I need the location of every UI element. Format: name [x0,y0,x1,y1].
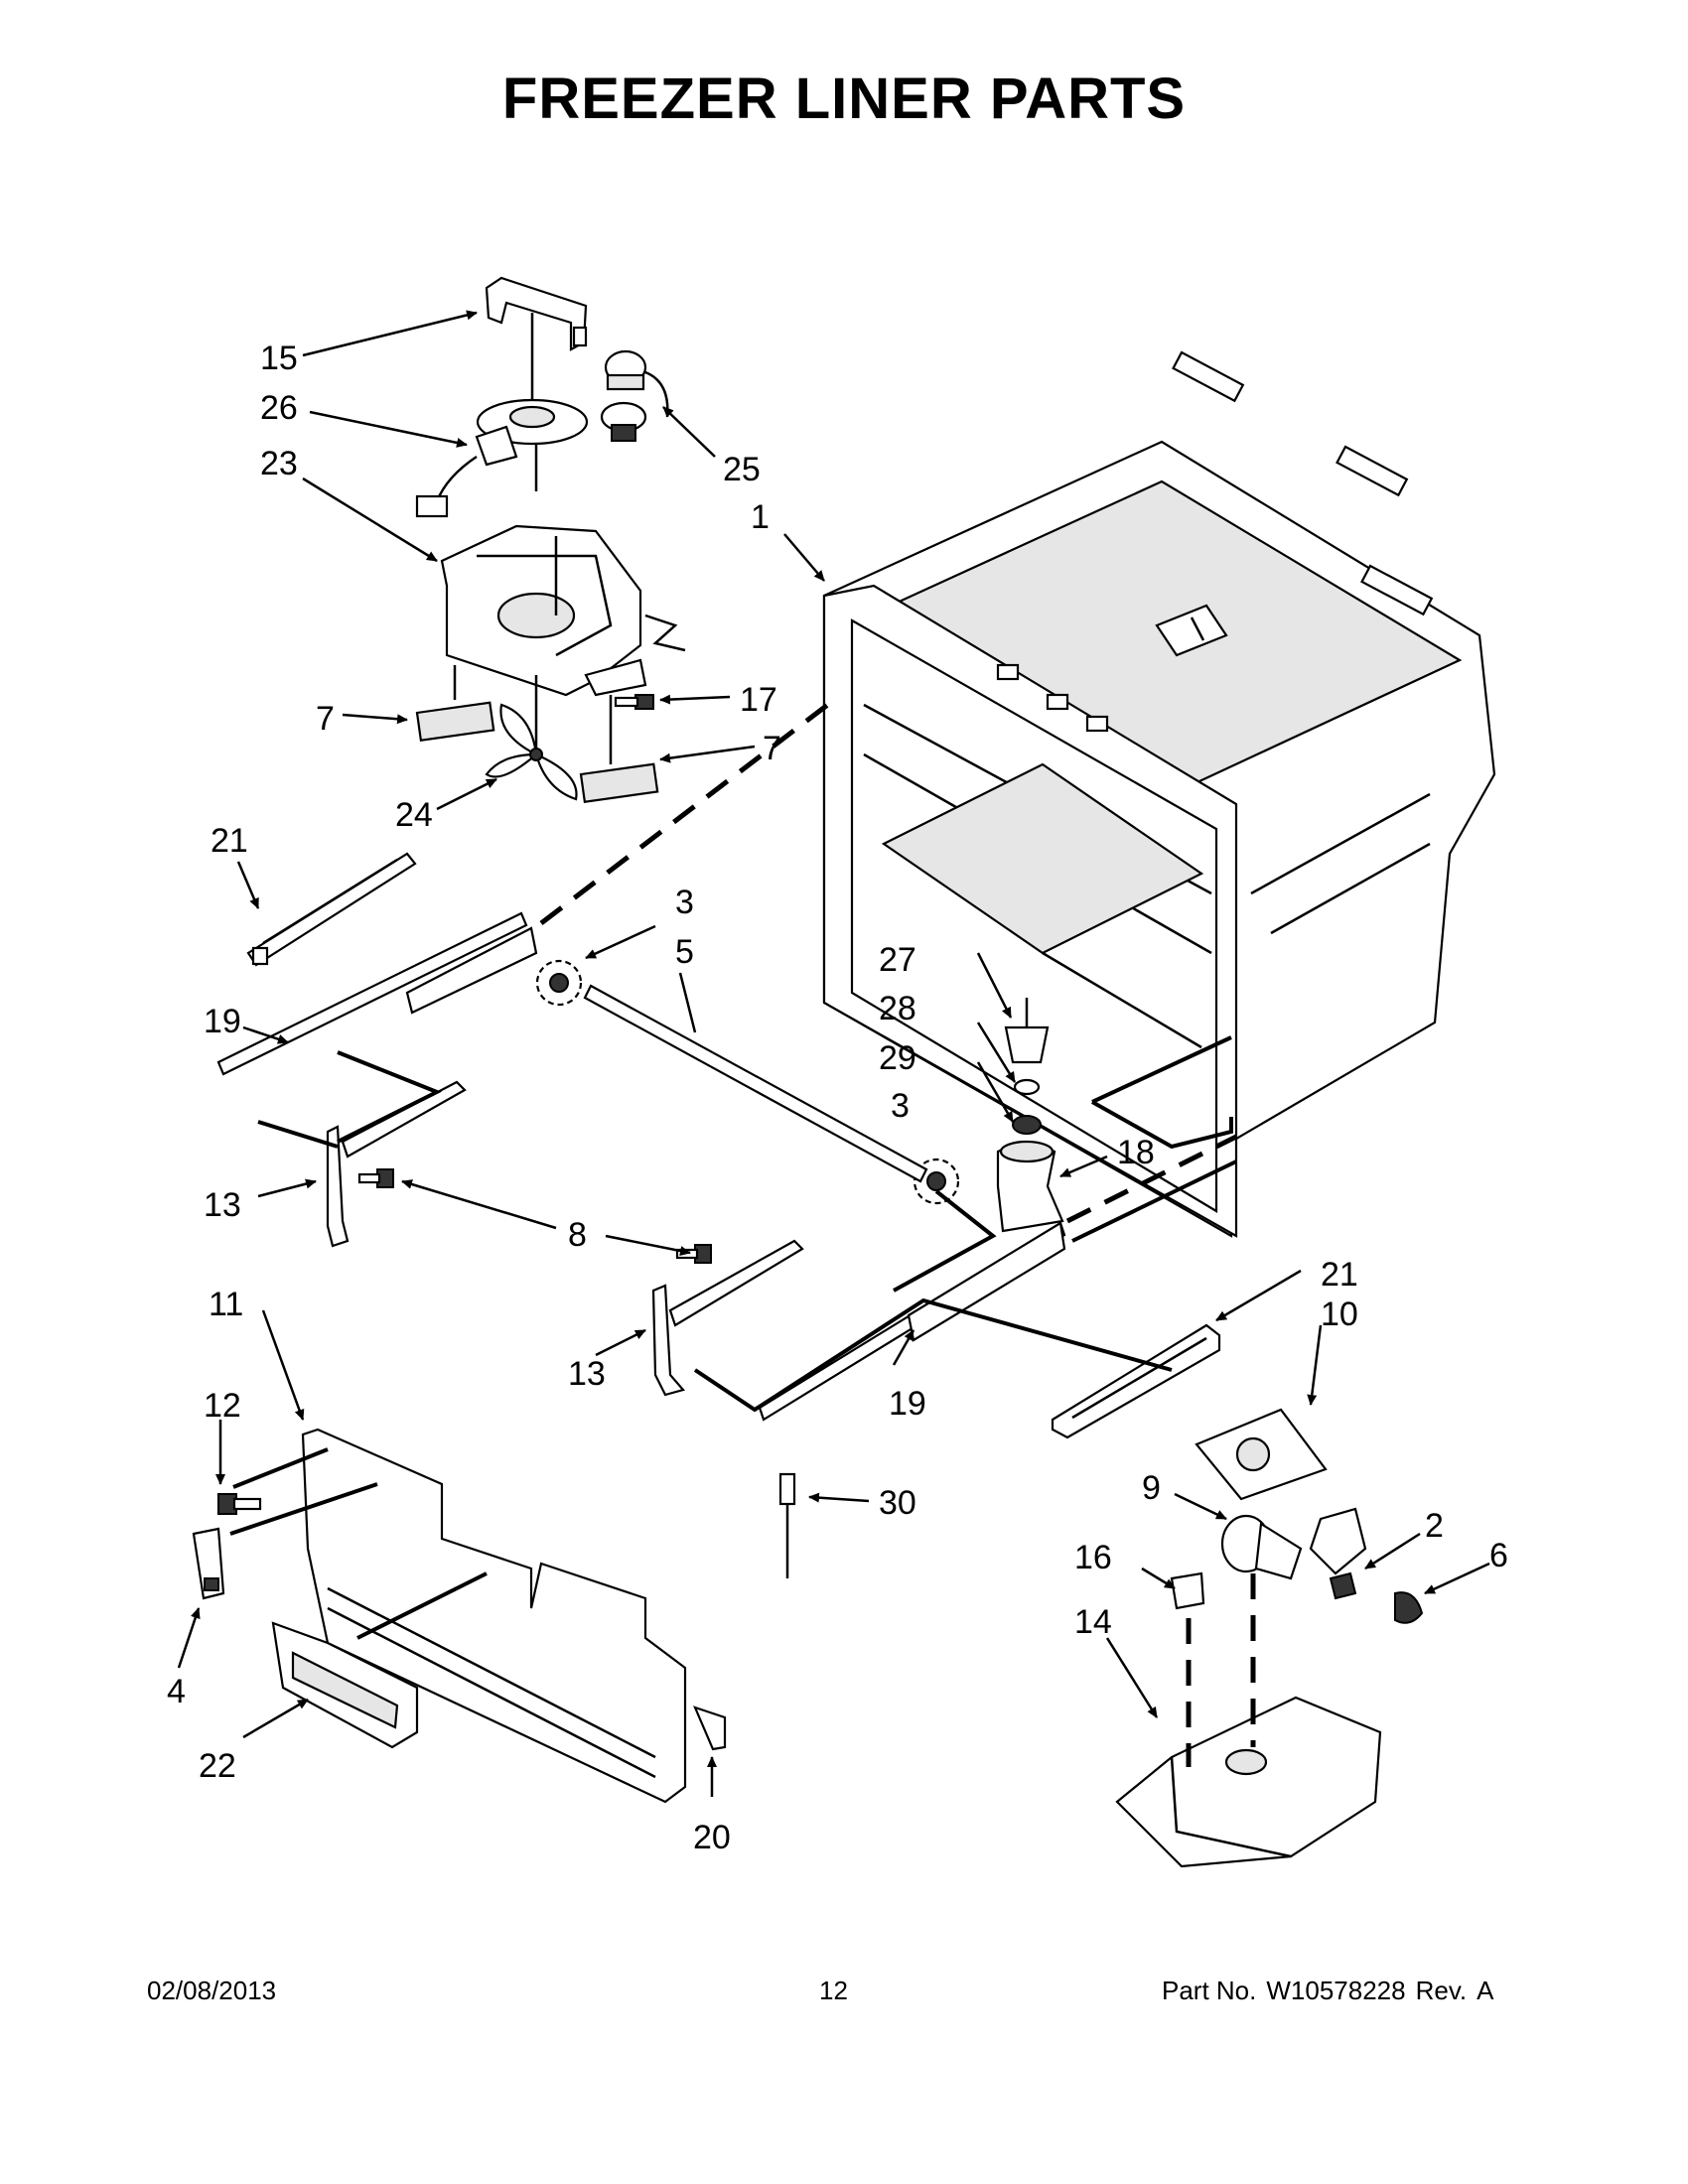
fan-shroud-housing [440,524,647,697]
callout-15: 15 [260,340,298,377]
light-housing-14 [1115,1696,1382,1868]
callout-26: 26 [260,389,298,427]
callout-22: 22 [199,1747,236,1785]
housing-18 [996,1140,1064,1233]
switch-16 [1170,1571,1205,1610]
vent-grille-22 [271,1621,419,1749]
label-10 [1195,1408,1328,1501]
callout-19-right: 19 [889,1385,926,1423]
fan-motor-bracket [485,276,588,351]
bushing-29 [1012,1115,1042,1135]
thermistor-assembly [600,349,669,442]
rail-support-left-13 [326,1080,467,1248]
screw-right-8 [675,1244,712,1264]
rail-right-19 [758,1221,1066,1422]
callout-5: 5 [675,933,694,971]
clip-4 [192,1527,225,1600]
rev-value: A [1477,1976,1494,2005]
fan-blade [485,703,578,801]
callout-21-right: 21 [1321,1256,1358,1294]
footer-page-number: 12 [819,1976,848,2005]
auger-coupler-27 [1004,998,1050,1064]
callout-3-bottom: 3 [891,1087,910,1125]
footer-part-number: Part No. W10578228 Rev. A [1162,1976,1503,2006]
callout-27: 27 [879,941,916,979]
callout-11: 11 [209,1286,243,1323]
screw-12 [217,1493,262,1515]
slide-bracket-right-21 [1051,1323,1221,1439]
foam-pad-right [579,762,659,803]
callout-2: 2 [1425,1507,1444,1545]
callout-1: 1 [751,498,770,536]
mounting-screw-17 [614,694,654,710]
callout-10: 10 [1321,1296,1358,1333]
callout-16: 16 [1074,1539,1112,1576]
foam-pad-left [415,701,495,742]
page-title: FREEZER LINER PARTS [501,67,1187,131]
callout-23: 23 [260,445,298,482]
callout-18: 18 [1117,1134,1155,1171]
callout-13-right: 13 [568,1355,606,1393]
slide-bracket-left-21 [246,852,417,967]
rail-support-right-13 [651,1239,804,1397]
callout-28: 28 [879,990,916,1027]
fan-motor [415,398,589,518]
callout-4: 4 [167,1673,186,1710]
rear-panel-11 [301,1428,687,1804]
connecting-rod-5 [583,984,928,1183]
callout-29: 29 [879,1039,916,1077]
callout-3-top: 3 [675,884,694,921]
callout-8: 8 [568,1216,587,1254]
part-number-value: W10578228 [1266,1976,1406,2005]
callout-20: 20 [693,1819,731,1856]
probe-30 [778,1472,796,1578]
rail-left-19 [216,911,538,1076]
callout-6: 6 [1489,1537,1508,1574]
washer-28 [1013,1078,1041,1096]
callout-25: 25 [723,451,761,488]
callout-14: 14 [1074,1603,1112,1641]
part-label: Part No. [1162,1976,1257,2005]
socket-2 [1309,1507,1367,1600]
callout-21-left: 21 [211,822,248,860]
callout-17: 17 [740,681,777,719]
footer-date: 02/08/2013 [147,1976,277,2005]
leader-lines [177,310,1490,1797]
seal-strip-20 [693,1706,727,1751]
callout-9: 9 [1142,1469,1161,1507]
callout-24: 24 [395,796,433,834]
cover-9 [1220,1514,1303,1580]
callout-13-left: 13 [204,1186,241,1224]
rev-label: Rev. [1415,1976,1468,2005]
lamp-6 [1394,1591,1424,1624]
callout-7-left: 7 [316,700,335,738]
callout-30: 30 [879,1484,916,1522]
callout-labels: 15 26 23 25 1 7 17 7 24 21 3 5 27 28 19 … [167,340,1508,1856]
screw-left-8 [357,1168,394,1188]
gear-top-3 [535,959,583,1007]
callout-7-right: 7 [763,730,781,767]
freezer-liner-tub [822,350,1496,1238]
callout-19-left: 19 [204,1003,241,1040]
callout-12: 12 [204,1387,241,1425]
